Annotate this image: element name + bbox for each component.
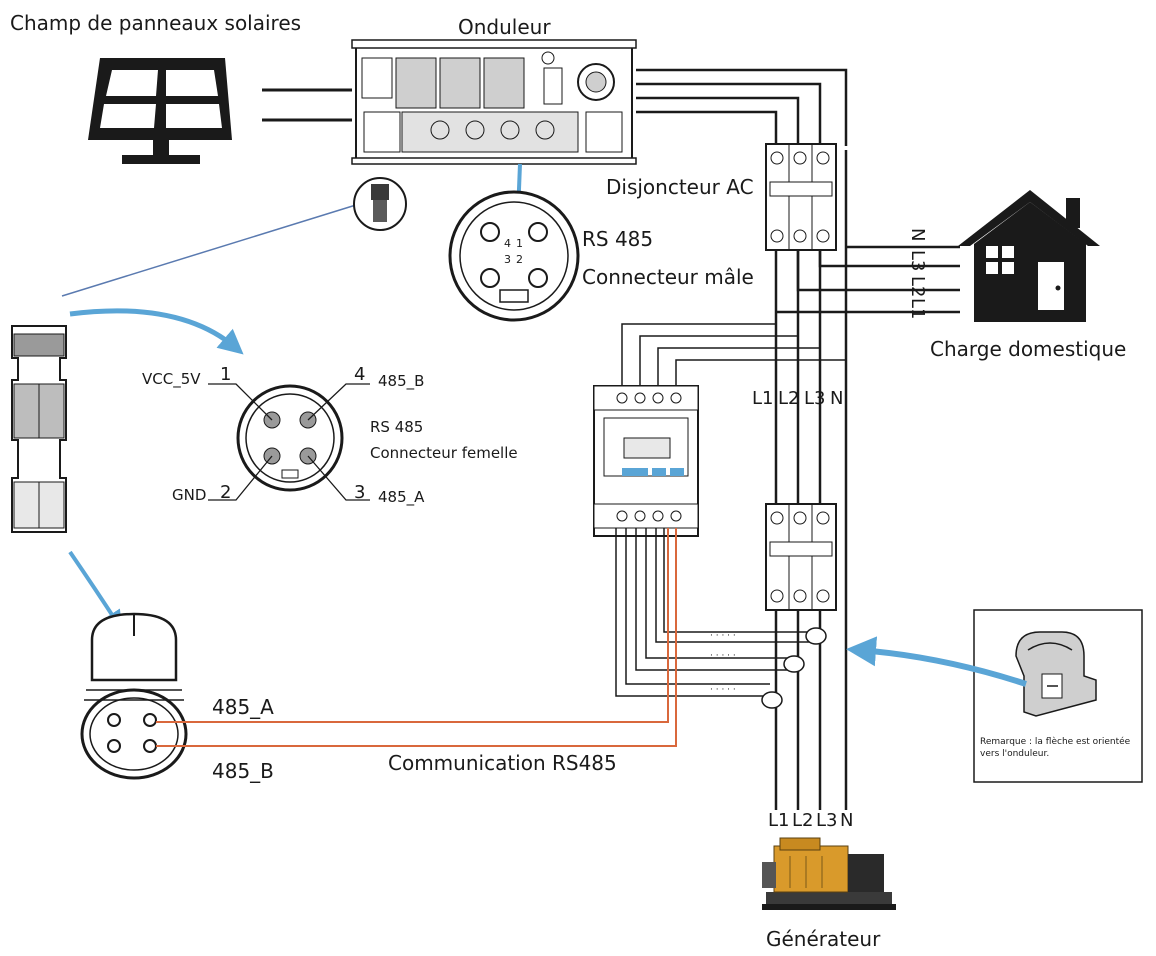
bus-bottom-l1: L1: [768, 810, 789, 831]
line-485a-label: 485_A: [212, 695, 274, 719]
bus-bottom-n: N: [840, 810, 853, 831]
arrow-ct-orientation: [846, 636, 1027, 687]
house-phase-l2: L2: [907, 276, 928, 297]
rs485-plug-face-icon: [80, 612, 188, 780]
solar-panel-icon: [88, 58, 232, 164]
inverter-label: Onduleur: [458, 15, 551, 39]
female-pin-leader-lines: [208, 383, 370, 501]
bus-bottom-l2: L2: [792, 810, 813, 831]
bus-top-n: N: [830, 388, 843, 409]
ac-breaker-top-icon: [765, 143, 837, 251]
pin-485b-label: 485_B: [378, 372, 424, 391]
house-phase-l3: L3: [907, 250, 928, 271]
generator-icon: [762, 837, 896, 910]
pin-vcc-label: VCC_5V: [142, 370, 201, 389]
communication-label: Communication RS485: [388, 751, 617, 775]
female-pin-3: 3: [354, 482, 365, 503]
ct-wire-label-3: · · · · ·: [710, 685, 736, 695]
pin-485a-label: 485_A: [378, 488, 425, 507]
inverter-port-icon: [353, 177, 407, 231]
rs485-male-title: RS 485: [582, 227, 653, 251]
inverter-ac-lines: [636, 68, 848, 146]
rs485-male-subtitle: Connecteur mâle: [582, 265, 754, 289]
house-phase-n: N: [907, 228, 928, 241]
female-pin-1: 1: [220, 364, 231, 385]
pointer-line-to-plug: [61, 199, 373, 297]
female-title: RS 485: [370, 418, 423, 436]
rs485-male-connector-icon: [448, 190, 580, 322]
ac-breaker-lower-icon: [765, 503, 837, 611]
bus-bottom-l3: L3: [816, 810, 837, 831]
bus-top-l2: L2: [778, 388, 799, 409]
household-load-label: Charge domestique: [930, 337, 1126, 361]
male-pin-2: 2: [516, 253, 523, 266]
pin-gnd-label: GND: [172, 486, 206, 504]
inverter-icon: [351, 39, 637, 165]
rs485-comm-wires: [156, 528, 677, 747]
male-pin-4: 4: [504, 237, 511, 250]
meter-ct-wires: [615, 528, 814, 697]
meter-voltage-wires: [621, 323, 846, 386]
male-pin-1: 1: [516, 237, 523, 250]
arrow-to-female-connector: [69, 308, 244, 355]
solar-field-label: Champ de panneaux solaires: [10, 11, 301, 35]
house-phase-l1: L1: [907, 298, 928, 319]
ct-wire-label-1: · · · · ·: [710, 631, 736, 641]
arrow-to-plug-face: [68, 550, 123, 631]
ac-breaker-label: Disjoncteur AC: [606, 175, 754, 199]
bus-top-l1: L1: [752, 388, 773, 409]
female-pin-4: 4: [354, 364, 365, 385]
energy-meter-icon: [593, 385, 699, 537]
ct-clamp-icons: [761, 627, 827, 709]
female-subtitle: Connecteur femelle: [370, 444, 518, 462]
house-icon: [958, 190, 1100, 322]
rs485-plug-icon: [11, 325, 67, 533]
generator-label: Générateur: [766, 927, 881, 951]
house-feed-lines: [776, 245, 960, 314]
female-pin-2: 2: [220, 482, 231, 503]
ct-note-line-1: Remarque : la flèche est orientée: [980, 736, 1131, 747]
male-pin-3: 3: [504, 253, 511, 266]
bus-top-l3: L3: [804, 388, 825, 409]
ct-note-line-2: vers l'onduleur.: [980, 749, 1049, 759]
ct-note-box: [973, 609, 1143, 783]
ct-wire-label-2: · · · · ·: [710, 651, 736, 661]
line-485b-label: 485_B: [212, 759, 274, 783]
